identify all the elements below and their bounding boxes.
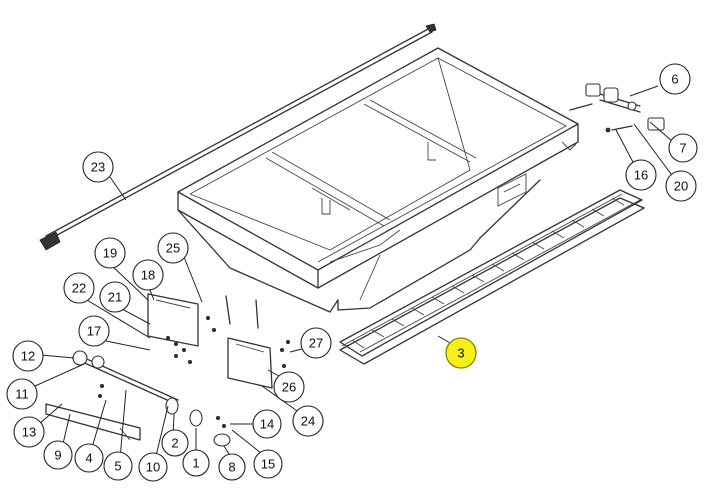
callout-1-label: 1 [192,456,199,471]
callout-10-label: 10 [146,460,160,475]
callout-16: 16 [625,159,657,191]
callout-26: 26 [273,371,305,403]
callout-24-label: 24 [301,414,315,429]
callout-25: 25 [157,232,189,264]
callout-19: 19 [94,237,126,269]
callout-15-label: 15 [261,457,275,472]
callout-18: 18 [132,259,164,291]
callout-1: 1 [182,449,210,477]
callout-14: 14 [252,409,282,439]
callout-8: 8 [218,453,246,481]
callout-6: 6 [659,63,691,95]
callout-8-label: 8 [228,460,235,475]
callout-2-label: 2 [171,436,178,451]
callout-3: 3 [445,337,477,369]
callout-5-label: 5 [114,459,121,474]
callout-17-label: 17 [87,324,101,339]
callout-23-label: 23 [91,160,105,175]
callout-25-label: 25 [166,241,180,256]
callout-11-label: 11 [15,387,29,402]
callout-13: 13 [13,416,45,448]
callout-23: 23 [82,151,114,183]
conveyor-chain-part-3 [339,189,645,365]
callout-9-label: 9 [54,448,61,463]
left-drive-assembly [45,293,290,447]
callout-24: 24 [292,405,324,437]
hopper-body [177,47,579,313]
callout-20: 20 [665,170,697,202]
callout-4-label: 4 [85,451,92,466]
callout-14-label: 14 [260,417,274,432]
callout-13-label: 13 [22,425,36,440]
callout-5: 5 [103,451,133,481]
callout-7: 7 [668,133,698,163]
callout-17: 17 [78,315,110,347]
leader-lines [34,85,675,461]
callout-2: 2 [161,429,189,457]
callout-9: 9 [43,440,73,470]
callout-12-label: 12 [21,349,35,364]
callout-18-label: 18 [141,268,155,283]
callout-21: 21 [99,281,131,313]
callout-15: 15 [253,449,283,479]
callout-27-label: 27 [309,336,323,351]
callout-10: 10 [138,452,168,482]
callout-7-label: 7 [679,141,686,156]
callout-27: 27 [300,327,332,359]
right-shaft-assembly [569,83,665,133]
callout-6-label: 6 [671,72,678,87]
callout-21-label: 21 [108,290,122,305]
callout-20-label: 20 [674,179,688,194]
callout-11: 11 [6,378,38,410]
callout-22-label: 22 [72,281,86,296]
callout-4: 4 [74,443,104,473]
callout-16-label: 16 [634,168,648,183]
rod-part-23 [39,23,437,251]
callout-3-label: 3 [457,346,464,361]
callout-19-label: 19 [103,246,117,261]
callout-26-label: 26 [282,380,296,395]
callout-12: 12 [12,340,44,372]
callout-22: 22 [63,272,95,304]
